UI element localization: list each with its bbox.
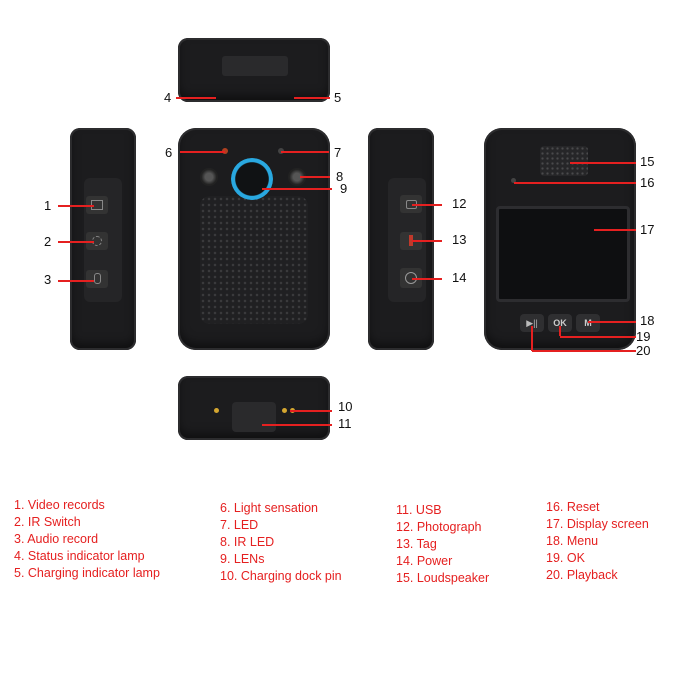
- lens: [231, 158, 273, 200]
- callout-line-11: [262, 424, 332, 426]
- top-view-bracket: [222, 56, 288, 76]
- callout-2: 2: [44, 234, 52, 249]
- usb-cover: [232, 402, 276, 432]
- legend-item: 8. IR LED: [220, 535, 275, 549]
- callout-line-5: [294, 97, 330, 99]
- callout-line-7: [281, 151, 329, 153]
- reset-hole[interactable]: [511, 178, 516, 183]
- callout-line-18: [588, 321, 636, 323]
- callout-line-2: [58, 241, 94, 243]
- callout-line-4: [176, 97, 216, 99]
- legend-item: 7. LED: [220, 518, 259, 532]
- callout-20: 20: [636, 343, 651, 358]
- legend-column-3: 11. USB 12. Photograph 13. Tag 14. Power…: [396, 502, 489, 587]
- legend-item: 17. Display screen: [546, 517, 649, 531]
- playback-button[interactable]: ▶||: [520, 314, 544, 332]
- callout-1: 1: [44, 198, 52, 213]
- legend-item: 4. Status indicator lamp: [14, 549, 145, 563]
- callout-line-19-vertical: [559, 326, 561, 336]
- legend-item: 19. OK: [546, 551, 585, 565]
- callout-15: 15: [640, 154, 655, 169]
- callout-5: 5: [334, 90, 342, 105]
- callout-line-9: [262, 188, 332, 190]
- callout-14: 14: [452, 270, 467, 285]
- legend-item: 9. LENs: [220, 552, 265, 566]
- legend-item: 12. Photograph: [396, 520, 482, 534]
- legend-item: 11. USB: [396, 503, 442, 517]
- callout-19: 19: [636, 329, 651, 344]
- ir-led-right: [288, 168, 306, 186]
- callout-9: 9: [340, 181, 348, 196]
- callout-line-20-vertical: [531, 326, 533, 351]
- callout-line-19: [560, 336, 636, 338]
- legend-item: 18. Menu: [546, 534, 599, 548]
- front-speaker-grille: [200, 196, 308, 324]
- callout-4: 4: [164, 90, 172, 105]
- legend-column-2: 6. Light sensation 7. LED 8. IR LED 9. L…: [220, 500, 342, 585]
- callout-line-14: [412, 278, 442, 280]
- callout-7: 7: [334, 145, 342, 160]
- callout-12: 12: [452, 196, 467, 211]
- callout-10: 10: [338, 399, 353, 414]
- callout-line-13: [412, 240, 442, 242]
- legend-column-4: 16. Reset 17. Display screen 18. Menu 19…: [546, 499, 649, 584]
- loudspeaker: [540, 146, 588, 176]
- menu-button[interactable]: M: [576, 314, 600, 332]
- photograph-button[interactable]: [400, 195, 422, 213]
- callout-6: 6: [165, 145, 173, 160]
- callout-11: 11: [338, 416, 352, 431]
- callout-line-17: [594, 229, 636, 231]
- legend-item: 3. Audio record: [14, 532, 99, 546]
- callout-8: 8: [336, 169, 344, 184]
- legend-item: 5. Charging indicator lamp: [14, 566, 160, 580]
- charging-pin: [282, 408, 287, 413]
- callout-line-10: [290, 410, 332, 412]
- legend-item: 2. IR Switch: [14, 515, 81, 529]
- legend-item: 13. Tag: [396, 537, 437, 551]
- callout-line-3: [58, 280, 94, 282]
- legend-item: 16. Reset: [546, 500, 600, 514]
- callout-line-12: [412, 204, 442, 206]
- callout-line-20: [532, 350, 636, 352]
- callout-line-1: [58, 205, 94, 207]
- legend-item: 1. Video records: [14, 498, 105, 512]
- legend-item: 15. Loudspeaker: [396, 571, 490, 585]
- callout-3: 3: [44, 272, 52, 287]
- light-sensor: [222, 148, 228, 154]
- callout-16: 16: [640, 175, 655, 190]
- callout-line-6: [180, 151, 225, 153]
- callout-line-15: [570, 162, 636, 164]
- display-screen: [496, 206, 630, 302]
- ir-led-left: [200, 168, 218, 186]
- callout-13: 13: [452, 232, 467, 247]
- callout-line-16: [514, 182, 636, 184]
- callout-line-8: [300, 176, 330, 178]
- ok-button[interactable]: OK: [548, 314, 572, 332]
- legend-item: 10. Charging dock pin: [220, 569, 342, 583]
- microphone-icon: [94, 273, 101, 284]
- charging-pin: [214, 408, 219, 413]
- callout-18: 18: [640, 313, 655, 328]
- legend-item: 14. Power: [396, 554, 453, 568]
- callout-17: 17: [640, 222, 655, 237]
- legend-column-1: 1. Video records 2. IR Switch 3. Audio r…: [14, 497, 160, 582]
- legend-item: 6. Light sensation: [220, 501, 318, 515]
- tag-icon: [409, 235, 413, 246]
- audio-record-button[interactable]: [86, 270, 108, 288]
- legend-item: 20. Playback: [546, 568, 618, 582]
